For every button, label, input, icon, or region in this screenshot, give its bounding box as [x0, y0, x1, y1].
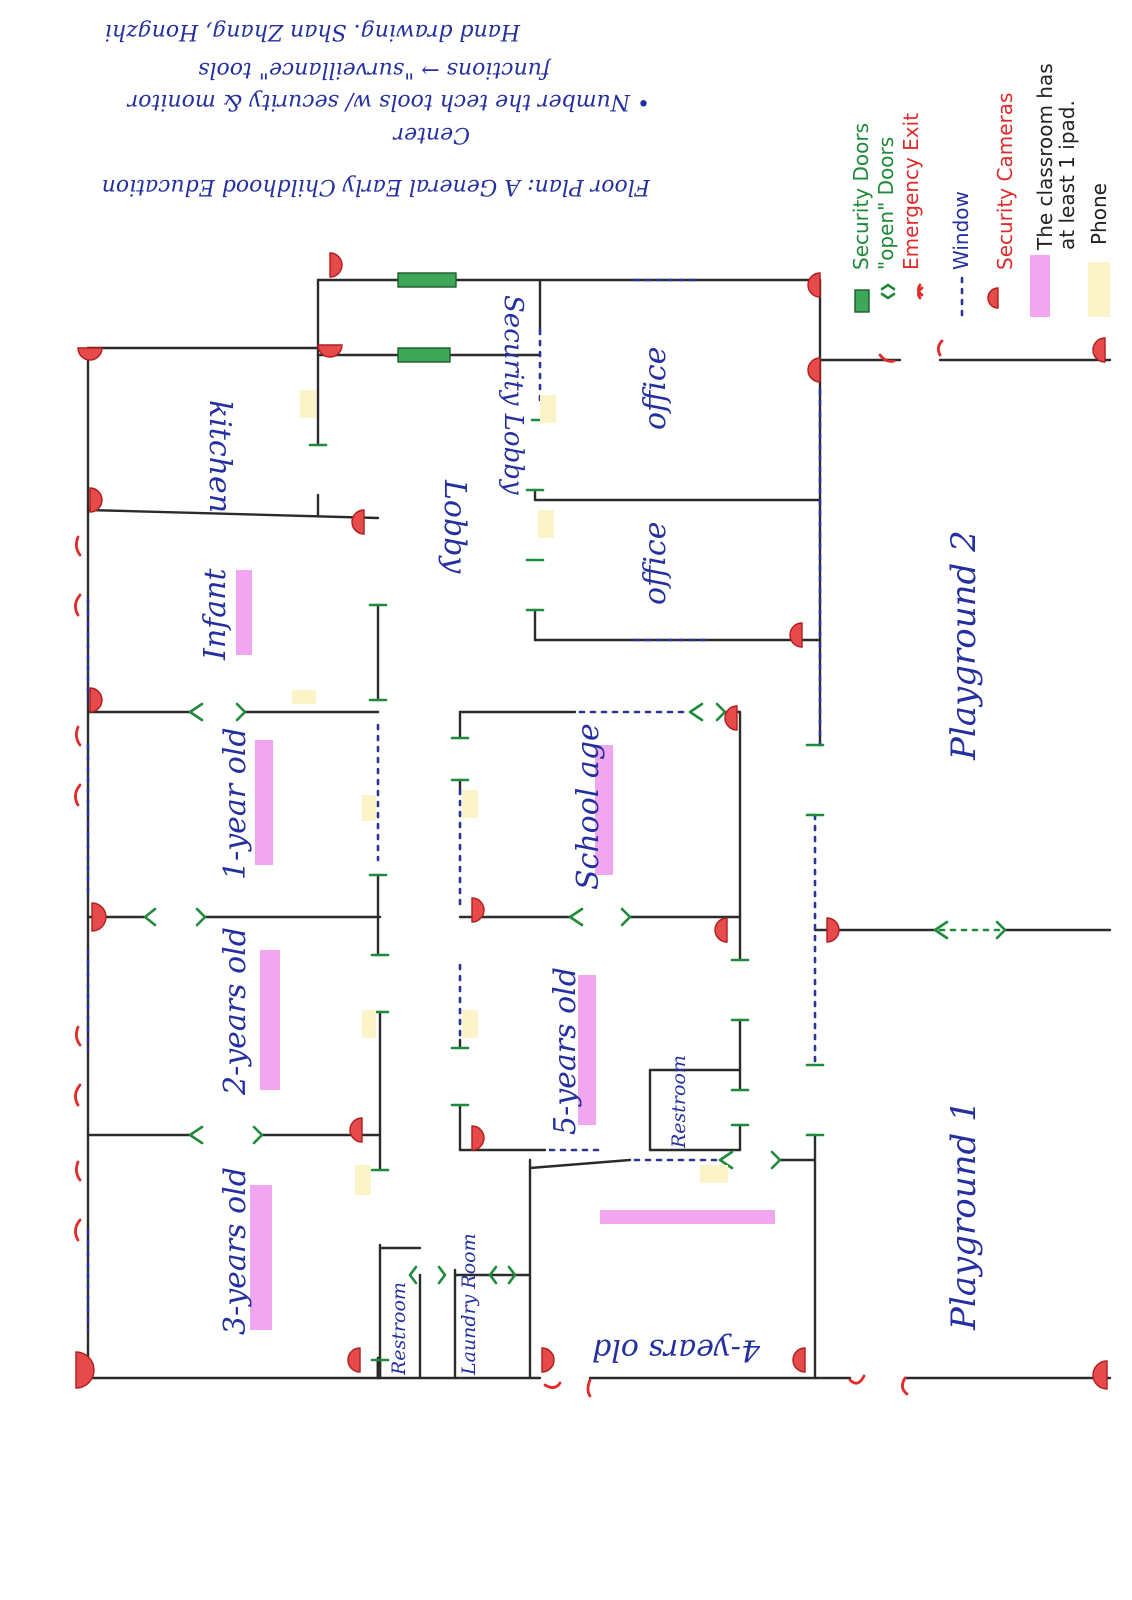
- label-security-lobby: Security Lobby: [498, 295, 528, 495]
- label-restroom-5yr: Restroom: [668, 1055, 690, 1149]
- label-five-year: 5-years old: [548, 967, 583, 1135]
- legend-security-doors: Security Doors: [849, 123, 873, 270]
- security-doors: [397, 272, 457, 363]
- handwritten-notes: Floor Plan: A General Early Childhood Ed…: [102, 19, 651, 199]
- note-signature: Hand drawing. Shan Zhang, Hongzhi: [105, 19, 521, 44]
- label-playground-2: Playground 2: [944, 530, 984, 761]
- label-four-year: 4-years old: [592, 1332, 761, 1367]
- legend-security-door-swatch: [854, 289, 870, 313]
- label-infant: Infant: [198, 568, 233, 661]
- label-kitchen: kitchen: [202, 400, 237, 513]
- legend-open-doors: "open" Doors: [874, 137, 898, 270]
- label-playground-1: Playground 1: [944, 1100, 984, 1331]
- legend-camera-swatch: [987, 287, 999, 309]
- note-bullet: • Number the tech tools w/ security & mo…: [126, 89, 650, 114]
- label-laundry: Laundry Room: [458, 1233, 480, 1376]
- label-two-year: 2-years old: [218, 927, 253, 1096]
- legend-emergency-exit: Emergency Exit: [899, 113, 923, 270]
- legend-window: Window: [949, 191, 973, 270]
- label-three-year: 3-years old: [218, 1167, 253, 1335]
- windows: [86, 278, 1002, 1332]
- room-labels: Security Lobby kitchen Lobby office offi…: [198, 295, 984, 1376]
- legend-exit-swatch: [917, 283, 924, 300]
- label-office-lower: office: [638, 522, 673, 605]
- legend-phone-swatch: [1088, 262, 1110, 317]
- legend-ipad-swatch: [1030, 255, 1050, 317]
- label-one-year: 1-year old: [218, 727, 253, 880]
- legend: Security Doors "open" Doors Emergency Ex…: [849, 63, 1111, 320]
- note-title-cont: Center: [392, 122, 470, 147]
- note-bullet-cont: functions → "surveillance" tools: [198, 57, 552, 82]
- ipads: [236, 570, 775, 1330]
- legend-security-cameras: Security Cameras: [993, 93, 1017, 270]
- note-title: Floor Plan: A General Early Childhood Ed…: [102, 174, 651, 199]
- legend-phone: Phone: [1087, 183, 1111, 245]
- label-office-upper: office: [638, 347, 673, 430]
- emergency-exits: [74, 339, 944, 1398]
- label-lobby: Lobby: [437, 479, 472, 574]
- legend-ipad-line2: at least 1 ipad.: [1055, 100, 1079, 250]
- phones: [292, 390, 728, 1195]
- legend-ipad-line1: The classroom has: [1033, 63, 1057, 251]
- legend-open-door-swatch: [880, 283, 896, 300]
- label-restroom-3yr: Restroom: [388, 1282, 410, 1376]
- security-cameras: [75, 252, 1108, 1390]
- label-school-age: School age: [571, 723, 606, 890]
